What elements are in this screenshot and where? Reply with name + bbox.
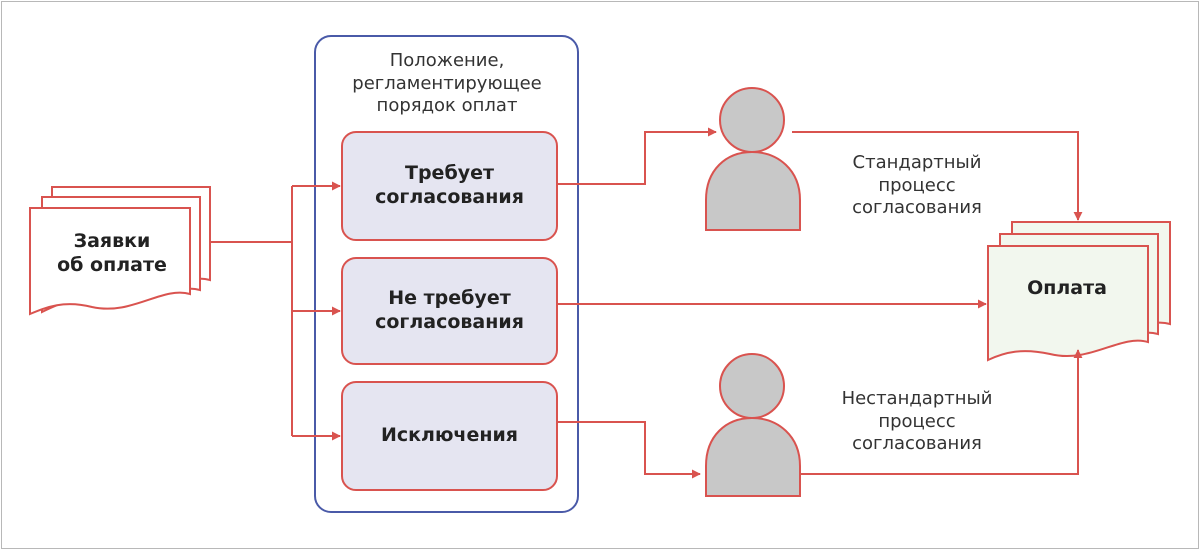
- requests-label: Заявки об оплате: [57, 230, 167, 276]
- person-icon-standard: [705, 87, 801, 231]
- payment-doc-front: [987, 245, 1149, 362]
- connectors: [210, 127, 1083, 479]
- arrow-to-nonstandard-person: [557, 421, 701, 479]
- payment-document-stack-icon: [987, 221, 1171, 362]
- payment-label: Оплата: [1027, 277, 1107, 300]
- person-icon-nonstandard: [705, 353, 801, 497]
- requests-document-stack-icon: [29, 186, 211, 316]
- category-box-exceptions: [341, 381, 558, 491]
- standard-process-label: Стандартный процесс согласования: [852, 152, 982, 219]
- arrow-nonstandard-to-payment: [800, 349, 1083, 475]
- category-box-no-approval: [341, 257, 558, 365]
- regulation-title: Положение, регламентирующее порядок опла…: [352, 50, 542, 117]
- category-label-no-approval: Не требует согласования: [375, 287, 524, 333]
- nonstandard-process-label: Нестандартный процесс согласования: [841, 388, 993, 455]
- arrow-to-standard-person: [557, 127, 717, 185]
- requests-doc-front: [29, 207, 191, 316]
- category-label-exceptions: Исключения: [380, 424, 519, 447]
- category-box-requires-approval: [341, 131, 558, 241]
- category-label-requires-approval: Требует согласования: [375, 162, 524, 208]
- arrow-standard-to-payment: [792, 131, 1083, 221]
